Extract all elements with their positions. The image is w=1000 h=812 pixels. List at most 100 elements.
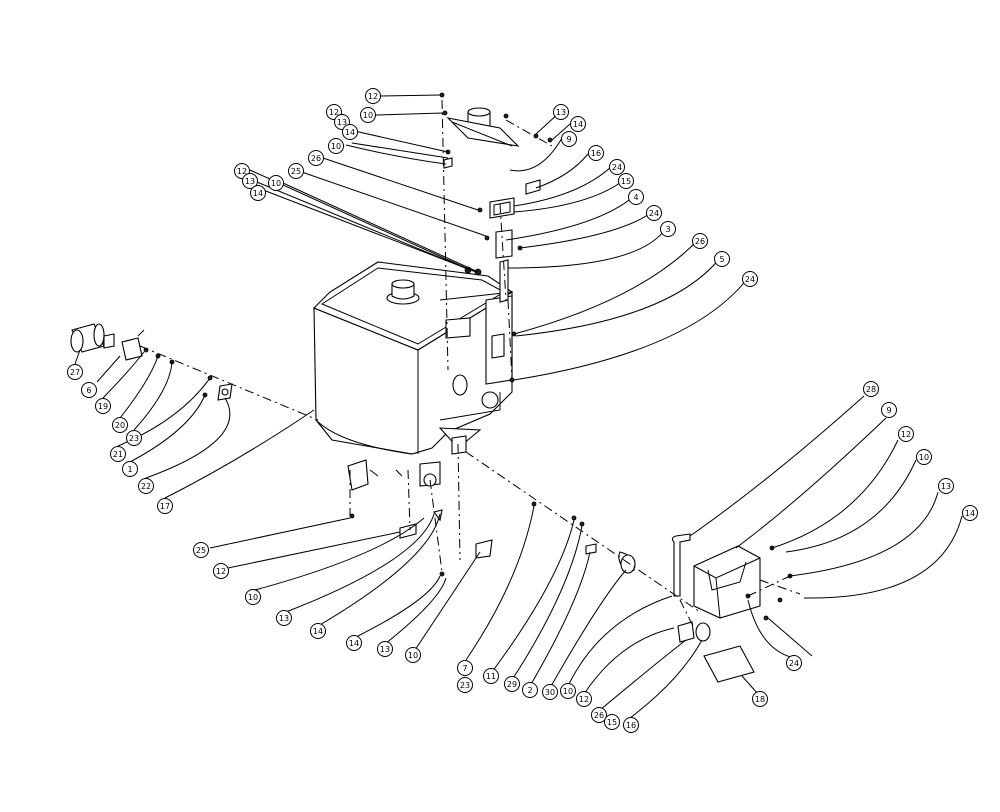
callout: 4 [628,189,644,205]
callout: 10 [245,589,261,605]
callout-label: 23 [460,681,470,690]
callout: 28 [863,381,879,397]
callout-label: 26 [311,154,321,163]
callout-label: 14 [965,509,975,518]
callout: 24 [742,271,758,287]
callout-label: 12 [329,108,339,117]
fuel-cap [386,279,420,305]
callout-label: 10 [919,453,929,462]
center-lines [139,99,801,629]
callout: 16 [588,145,604,161]
callout-label: 22 [141,482,151,491]
callout-label: 13 [245,177,255,186]
callout: 14 [250,185,266,201]
callout: 13 [553,104,569,120]
callout: 14 [310,623,326,639]
callout: 10 [916,449,932,465]
callout-label: 28 [866,385,876,394]
callout: 23 [457,677,473,693]
callout: 16 [623,717,639,733]
callout-label: 27 [70,368,80,377]
callout-label: 12 [368,92,378,101]
callout-label: 9 [886,406,891,415]
callout: 12 [576,691,592,707]
callout: 10 [360,107,376,123]
callout-label: 13 [556,108,566,117]
battery-box-assembly [671,533,793,683]
callout-label: 13 [941,482,951,491]
callout-label: 13 [279,614,289,623]
callout-label: 7 [462,664,467,673]
callout-label: 11 [486,672,496,681]
callout: 24 [786,655,802,671]
callout: 2 [522,682,538,698]
callout-label: 17 [160,502,170,511]
callout-label: 12 [216,567,226,576]
callout: 29 [504,676,520,692]
callout-label: 20 [115,421,125,430]
callout: 13 [242,173,258,189]
callout-label: 24 [745,275,755,284]
callout: 7 [457,660,473,676]
callout-label: 10 [271,179,281,188]
callout: 9 [881,402,897,418]
callout: 14 [962,505,978,521]
callout: 30 [542,684,558,700]
callout-label: 14 [345,128,355,137]
callout: 24 [646,205,662,221]
callout: 24 [609,159,625,175]
callout-label: 10 [363,111,373,120]
callout-label: 5 [719,255,724,264]
callout-label: 19 [98,402,108,411]
callout: 26 [591,707,607,723]
callout-label: 10 [408,651,418,660]
callout-label: 12 [579,695,589,704]
leader-lines [74,94,963,719]
callout: 23 [126,430,142,446]
callout-label: 10 [563,687,573,696]
callout-label: 1 [127,465,132,474]
callout: 21 [110,446,126,462]
callout-label: 3 [665,225,670,234]
callout-label: 24 [649,209,659,218]
callout-label: 24 [612,163,622,172]
bracket-stack [489,179,541,303]
callout-label: 10 [331,142,341,151]
callout-label: 25 [196,546,206,555]
callout: 26 [692,233,708,249]
callout: 18 [752,691,768,707]
callout-label: 13 [380,645,390,654]
callout-label: 12 [901,430,911,439]
callout: 14 [346,635,362,651]
callout: 26 [308,150,324,166]
callout-label: 23 [129,434,139,443]
callout-label: 18 [755,695,765,704]
callout-label: 14 [349,639,359,648]
callout-label: 24 [789,659,799,668]
callout-label: 4 [633,193,638,202]
callout-label: 10 [248,593,258,602]
callout: 10 [560,683,576,699]
callout-label: 14 [253,189,263,198]
callout: 9 [561,131,577,147]
callout: 25 [193,542,209,558]
callout: 11 [483,668,499,684]
callout: 20 [112,417,128,433]
callout: 10 [328,138,344,154]
callout-label: 21 [113,450,123,459]
callout: 19 [95,398,111,414]
callout: 22 [138,478,154,494]
callout-label: 30 [545,688,555,697]
callout: 14 [342,124,358,140]
callout: 14 [570,116,586,132]
callout: 13 [276,610,292,626]
callout-label: 15 [607,718,617,727]
callout: 13 [377,641,393,657]
callout-label: 16 [591,149,601,158]
callout-label: 13 [337,118,347,127]
callout: 12 [365,88,381,104]
callout: 10 [405,647,421,663]
callout: 15 [618,173,634,189]
tank-lower-fittings [347,435,467,491]
